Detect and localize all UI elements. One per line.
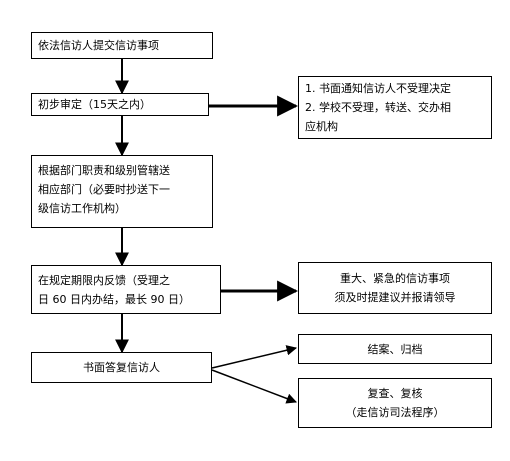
step-written-reply: 书面答复信访人 (31, 352, 212, 383)
side-text: 应机构 (305, 120, 338, 133)
side-text: 结案、归档 (367, 342, 423, 356)
side-text: （走信访司法程序） (345, 406, 445, 419)
step-submit-petition: 依法信访人提交信访事项 (31, 32, 213, 59)
side-archive: 结案、归档 (298, 334, 492, 364)
side-text: 须及时提建议并报请领导 (334, 291, 456, 304)
side-reject-notice: 1. 书面通知信访人不受理决定 2. 学校不受理，转送、交办相 应机构 (298, 76, 492, 139)
arrow-step5-to-review (211, 369, 297, 404)
step-initial-review: 初步审定（15天之内） (31, 93, 209, 116)
step-text: 级信访工作机构） (38, 202, 126, 215)
step-text: 书面答复信访人 (83, 361, 160, 374)
step-text: 依法信访人提交信访事项 (38, 39, 159, 52)
side-text: 2. 学校不受理，转送、交办相 (305, 101, 451, 114)
step-text: 相应部门（必要时抄送下一 (38, 183, 170, 196)
step-text: 日 60 日内办结，最长 90 日） (38, 292, 190, 306)
step-text: 根据部门职责和级别管辖送 (38, 164, 170, 177)
step-text: 在规定期限内反馈（受理之 (38, 273, 170, 287)
step-feedback-deadline: 在规定期限内反馈（受理之 日 60 日内办结，最长 90 日） (31, 265, 221, 314)
side-urgent-report: 重大、紧急的信访事项 须及时提建议并报请领导 (298, 262, 492, 314)
step-forward-department: 根据部门职责和级别管辖送 相应部门（必要时抄送下一 级信访工作机构） (31, 155, 213, 228)
side-review: 复查、复核 （走信访司法程序） (298, 378, 492, 428)
side-text: 重大、紧急的信访事项 (340, 272, 450, 285)
arrow-step5-to-archive (211, 345, 298, 369)
side-text: 1. 书面通知信访人不受理决定 (305, 82, 451, 95)
step-text: 初步审定（15天之内） (38, 98, 151, 111)
side-text: 复查、复核 (367, 387, 423, 400)
